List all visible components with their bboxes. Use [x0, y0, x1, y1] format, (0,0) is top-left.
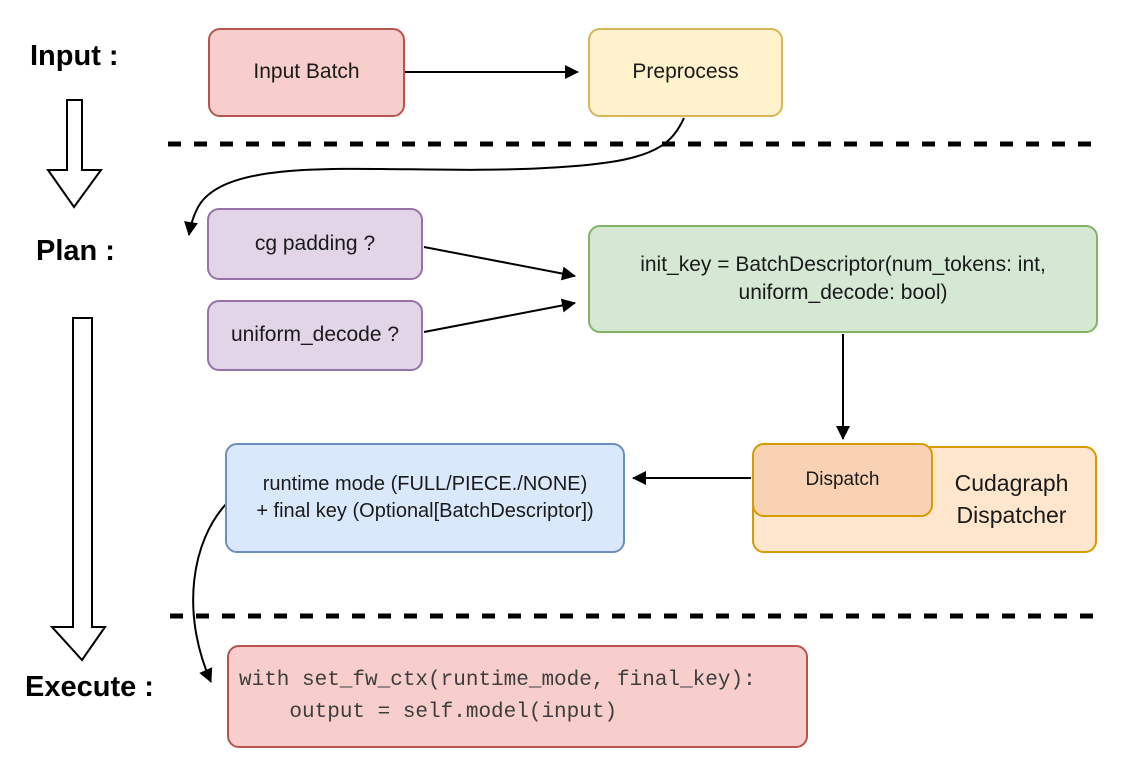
node-cudagraph-dispatcher-line2: Dispatcher: [956, 501, 1067, 528]
section-label-plan: Plan :: [36, 235, 115, 267]
node-runtime-mode: runtime mode (FULL/PIECE./NONE) + final …: [225, 443, 625, 553]
node-uniform-decode-label: uniform_decode ?: [230, 323, 400, 347]
node-execute-code: with set_fw_ctx(runtime_mode, final_key)…: [227, 645, 808, 748]
node-init-key-line1: init_key = BatchDescriptor(num_tokens: i…: [640, 252, 1046, 276]
node-preprocess: Preprocess: [588, 28, 783, 117]
node-input-batch: Input Batch: [208, 28, 405, 117]
edge-cg-padding-to-init-key: [423, 246, 576, 281]
node-init-key: init_key = BatchDescriptor(num_tokens: i…: [588, 225, 1098, 333]
node-cudagraph-dispatcher-line1: Cudagraph: [954, 470, 1069, 497]
node-cg-padding: cg padding ?: [207, 208, 423, 280]
node-runtime-mode-line2: + final key (Optional[BatchDescriptor]): [256, 500, 594, 522]
node-init-key-line2: uniform_decode: bool): [738, 281, 948, 304]
node-preprocess-label: Preprocess: [632, 60, 739, 84]
stage-arrow-plan-to-execute: [49, 317, 107, 662]
node-uniform-decode: uniform_decode ?: [207, 300, 423, 371]
execute-code-line1: with set_fw_ctx(runtime_mode, final_key)…: [239, 668, 756, 692]
execute-code-line2: output = self.model(input): [239, 700, 618, 724]
section-label-input: Input :: [30, 40, 119, 72]
node-cudagraph-dispatcher-label: Cudagraph Dispatcher: [934, 448, 1089, 551]
edge-runtime-mode-to-execute-code: [192, 502, 228, 683]
edge-preprocess-to-cg-padding: [184, 117, 685, 236]
section-label-execute: Execute :: [25, 671, 154, 703]
node-dispatch: Dispatch: [752, 443, 933, 517]
edge-uniform-decode-to-init-key: [423, 298, 576, 333]
stage-arrow-input-to-plan: [46, 99, 103, 209]
node-input-batch-label: Input Batch: [253, 60, 360, 84]
node-cg-padding-label: cg padding ?: [254, 231, 376, 255]
node-dispatch-label: Dispatch: [805, 469, 880, 491]
node-runtime-mode-line1: runtime mode (FULL/PIECE./NONE): [262, 473, 588, 495]
